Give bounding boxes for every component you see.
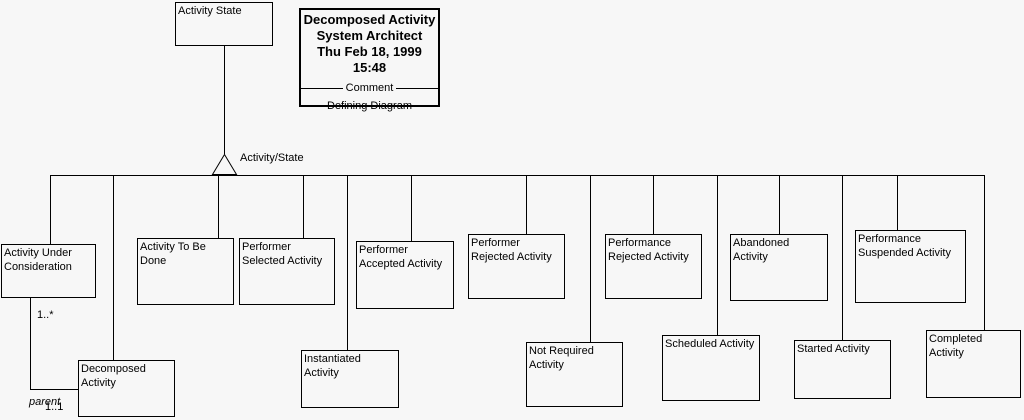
node-label: Performer Rejected Activity (471, 237, 552, 263)
edge-drop-activity-under-consideration (50, 175, 51, 244)
node-label: Not Required Activity (529, 345, 594, 371)
node-started-activity[interactable]: Started Activity (794, 340, 891, 399)
node-label: Completed Activity (929, 333, 983, 359)
node-performer-selected-activity[interactable]: Performer Selected Activity (239, 238, 335, 305)
node-label: Performance Suspended Activity (858, 233, 951, 259)
node-not-required-activity[interactable]: Not Required Activity (526, 342, 623, 407)
edge-main-bus (50, 175, 985, 176)
title-block-diagram-name: Decomposed Activity (303, 12, 436, 27)
node-label: Started Activity (797, 343, 870, 355)
node-decomposed-activity[interactable]: Decomposed Activity (78, 360, 175, 417)
node-completed-activity[interactable]: Completed Activity (926, 330, 1021, 398)
edge-drop-scheduled (717, 175, 718, 335)
cardinality-bottom-label: 1..1 (45, 401, 64, 413)
node-performance-suspended-activity[interactable]: Performance Suspended Activity (855, 230, 966, 303)
title-block-tool-name: System Architect (316, 28, 423, 43)
node-label: Activity To Be Done (140, 241, 206, 267)
role-label: parent (29, 396, 61, 408)
edge-drop-performer-accepted (411, 175, 412, 241)
node-label: Decomposed Activity (81, 363, 146, 389)
edge-drop-performer-rejected (526, 175, 527, 234)
node-label: Activity State (178, 5, 242, 17)
edge-drop-performance-rejected (653, 175, 654, 234)
node-label: Performer Accepted Activity (359, 244, 443, 270)
edge-association-horizontal (30, 389, 78, 390)
diagram-title-block[interactable]: Decomposed Activity System Architect Thu… (299, 8, 440, 112)
edge-drop-performer-selected (303, 175, 304, 238)
edge-drop-instantiated (347, 175, 348, 350)
separator-rule-left (301, 87, 343, 89)
title-block-date: Thu Feb 18, 1999 (317, 44, 422, 59)
separator-label: Comment (345, 82, 394, 94)
node-label: Instantiated Activity (304, 353, 361, 379)
node-label: Performer Selected Activity (242, 241, 323, 267)
node-instantiated-activity[interactable]: Instantiated Activity (301, 350, 399, 408)
node-label: Performance Rejected Activity (608, 237, 689, 263)
node-label: Scheduled Activity (665, 338, 755, 350)
cardinality-top-label: 1..* (37, 309, 54, 321)
edge-drop-performance-suspended (897, 175, 898, 230)
edge-drop-activity-to-be-done (218, 175, 219, 238)
node-activity-state[interactable]: Activity State (175, 2, 273, 46)
node-performer-rejected-activity[interactable]: Performer Rejected Activity (468, 234, 565, 299)
node-abandoned-activity[interactable]: Abandoned Activity (730, 234, 828, 301)
title-block-time: 15:48 (352, 60, 387, 75)
separator-rule-right (396, 87, 438, 89)
edge-root-to-triangle (224, 46, 225, 154)
edge-drop-abandoned (779, 175, 780, 234)
edge-drop-decomposed-activity (113, 175, 114, 360)
title-block-separator: Comment (301, 82, 438, 94)
edge-drop-started (842, 175, 843, 340)
node-performer-accepted-activity[interactable]: Performer Accepted Activity (356, 241, 454, 309)
node-scheduled-activity[interactable]: Scheduled Activity (662, 335, 760, 401)
node-activity-under-consideration[interactable]: Activity Under Consideration (1, 244, 96, 298)
connector-label: Activity/State (240, 152, 304, 164)
node-label: Abandoned Activity (733, 237, 790, 263)
edge-association-vertical (30, 298, 31, 389)
edge-drop-not-required (590, 175, 591, 342)
node-label: Activity Under Consideration (4, 247, 72, 273)
title-block-footer: Defining Diagram (327, 100, 412, 112)
generalization-triangle-icon (211, 153, 238, 175)
node-performance-rejected-activity[interactable]: Performance Rejected Activity (605, 234, 702, 299)
node-activity-to-be-done[interactable]: Activity To Be Done (137, 238, 234, 305)
edge-drop-completed (984, 175, 985, 330)
